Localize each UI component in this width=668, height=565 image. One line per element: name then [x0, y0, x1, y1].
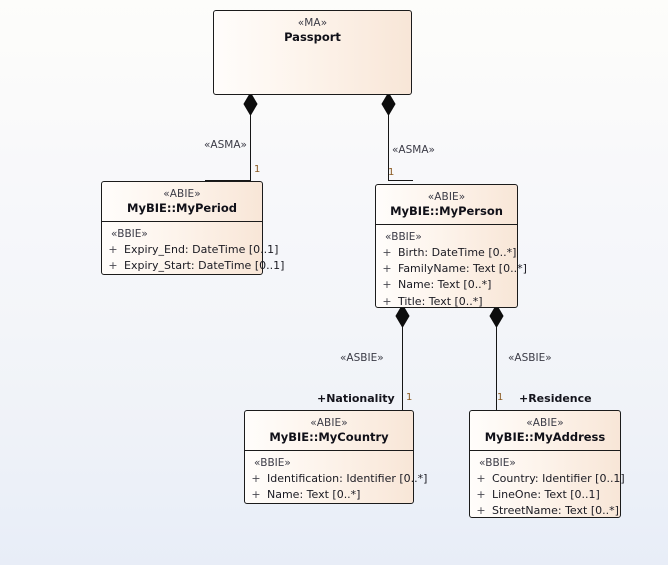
attribute-group-stereotype: «BBIE» — [111, 227, 148, 240]
class-attributes-myperiod: «BBIE» + Expiry_End: DateTime [0..1] + E… — [102, 222, 284, 280]
attribute-row: + Name: Text [0..*] — [376, 277, 517, 293]
connector-myperson-mycountry-line[interactable] — [402, 312, 403, 410]
attribute-visibility: + — [382, 294, 392, 308]
attribute-row: + LineOne: Text [0..1] — [470, 487, 620, 503]
connector-multiplicity-myaddress: 1 — [497, 392, 504, 403]
attribute-visibility: + — [382, 278, 392, 292]
connector-passport-myperiod-elbow[interactable] — [205, 180, 251, 181]
attribute-row: + Expiry_Start: DateTime [0..1] — [102, 258, 284, 274]
attribute-text: Expiry_Start: DateTime [0..1] — [124, 259, 285, 273]
connector-role-residence: +Residence — [519, 392, 592, 405]
class-separator — [470, 449, 620, 451]
attribute-visibility: + — [382, 246, 392, 260]
class-box-myaddress[interactable]: «ABIE» MyBIE::MyAddress «BBIE» + Country… — [469, 410, 625, 518]
connector-passport-myperson-line[interactable] — [388, 100, 389, 180]
class-header-myaddress: «ABIE» MyBIE::MyAddress — [470, 411, 620, 450]
class-box-myperiod[interactable]: «ABIE» MyBIE::MyPeriod «BBIE» + Expiry_E… — [101, 181, 284, 275]
class-box-passport[interactable]: «MA» Passport — [213, 10, 412, 95]
attribute-text: Country: Identifier [0..1] — [492, 472, 625, 486]
attribute-row: + Title: Text [0..*] — [376, 294, 517, 310]
attribute-visibility: + — [251, 472, 261, 486]
class-stereotype: «ABIE» — [427, 191, 466, 203]
attribute-row: + FamilyName: Text [0..*] — [376, 261, 526, 277]
attribute-text: LineOne: Text [0..1] — [492, 488, 600, 502]
class-stereotype: «ABIE» — [526, 417, 564, 429]
connector-passport-myperson-elbow[interactable] — [388, 180, 413, 181]
attribute-group-stereotype: «BBIE» — [479, 456, 516, 469]
class-stereotype: «ABIE» — [163, 188, 201, 200]
connector-label-asbie-mycountry: «ASBIE» — [340, 352, 384, 364]
attribute-visibility: + — [108, 259, 118, 273]
attribute-group-stereotype: «BBIE» — [254, 456, 291, 469]
class-stereotype: «MA» — [297, 17, 328, 29]
class-header-passport: «MA» Passport — [214, 11, 411, 50]
connector-passport-myperiod-line[interactable] — [250, 100, 251, 180]
attribute-text: FamilyName: Text [0..*] — [398, 262, 527, 276]
class-name: Passport — [284, 30, 341, 45]
attribute-row: + Expiry_End: DateTime [0..1] — [102, 242, 278, 258]
class-stereotype: «ABIE» — [310, 417, 348, 429]
connector-multiplicity-myperiod: 1 — [254, 164, 261, 175]
attribute-row: + Identification: Identifier [0..*] — [245, 471, 427, 487]
class-separator — [245, 449, 413, 451]
class-header-myperiod: «ABIE» MyBIE::MyPeriod — [102, 182, 262, 221]
class-name: MyBIE::MyPeriod — [127, 201, 237, 216]
class-separator — [376, 223, 517, 225]
attribute-row: + Name: Text [0..*] — [245, 487, 413, 503]
attribute-group-stereotype: «BBIE» — [385, 230, 422, 243]
attribute-text: Name: Text [0..*] — [267, 488, 361, 502]
class-attributes-mycountry: «BBIE» + Identification: Identifier [0..… — [245, 451, 427, 509]
class-separator — [102, 220, 262, 222]
attribute-text: Name: Text [0..*] — [398, 278, 492, 292]
connector-label-asbie-myaddress: «ASBIE» — [508, 352, 552, 364]
class-name: MyBIE::MyAddress — [484, 430, 606, 445]
attribute-visibility: + — [382, 262, 392, 276]
attribute-visibility: + — [476, 472, 486, 486]
attribute-text: Birth: DateTime [0..*] — [398, 246, 517, 260]
class-name: MyBIE::MyCountry — [269, 430, 389, 445]
connector-multiplicity-myperson: 1 — [388, 167, 395, 178]
attribute-visibility: + — [476, 504, 486, 518]
class-attributes-myperson: «BBIE» + Birth: DateTime [0..*] + Family… — [376, 225, 526, 315]
attribute-row: + StreetName: Text [0..*] — [470, 503, 620, 519]
attribute-row: + Country: Identifier [0..1] — [470, 471, 624, 487]
connector-role-nationality: +Nationality — [317, 392, 395, 405]
connector-multiplicity-mycountry: 1 — [406, 392, 413, 403]
attribute-visibility: + — [108, 243, 118, 257]
class-box-myperson[interactable]: «ABIE» MyBIE::MyPerson «BBIE» + Birth: D… — [375, 184, 527, 308]
attribute-visibility: + — [476, 488, 486, 502]
connector-label-asma-myperiod: «ASMA» — [204, 139, 247, 151]
connector-myperson-myaddress-line[interactable] — [496, 312, 497, 410]
attribute-row: + Birth: DateTime [0..*] — [376, 245, 517, 261]
class-header-mycountry: «ABIE» MyBIE::MyCountry — [245, 411, 413, 450]
attribute-visibility: + — [251, 488, 261, 502]
connector-label-asma-myperson: «ASMA» — [392, 144, 435, 156]
class-header-myperson: «ABIE» MyBIE::MyPerson — [376, 185, 517, 224]
attribute-text: Identification: Identifier [0..*] — [267, 472, 428, 486]
class-name: MyBIE::MyPerson — [390, 204, 503, 219]
attribute-text: StreetName: Text [0..*] — [492, 504, 619, 518]
class-box-mycountry[interactable]: «ABIE» MyBIE::MyCountry «BBIE» + Identif… — [244, 410, 427, 504]
attribute-text: Title: Text [0..*] — [398, 294, 483, 308]
attribute-text: Expiry_End: DateTime [0..1] — [124, 243, 279, 257]
class-attributes-myaddress: «BBIE» + Country: Identifier [0..1] + Li… — [470, 451, 624, 525]
